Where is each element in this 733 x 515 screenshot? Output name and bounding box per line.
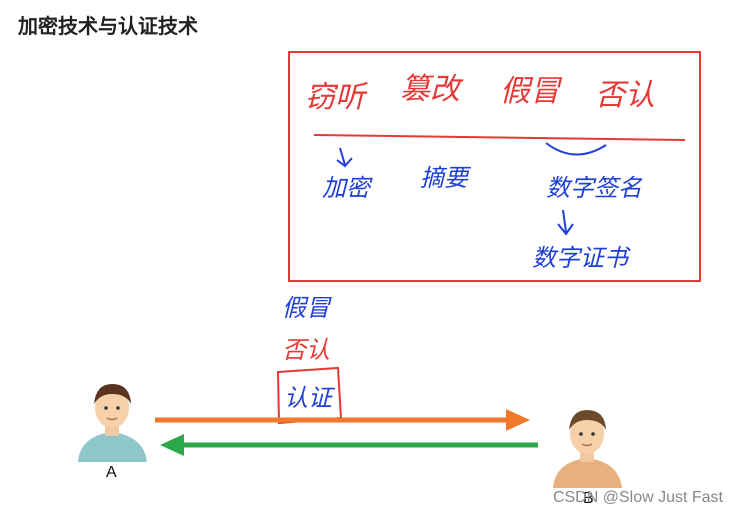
tech-digest: 摘要 bbox=[420, 164, 468, 192]
threat-deny: 否认 bbox=[595, 78, 655, 113]
threats-divider bbox=[313, 134, 686, 141]
person-b-label: B bbox=[583, 490, 594, 507]
page-title: 加密技术与认证技术 bbox=[18, 14, 198, 38]
arrow-a-to-b-head bbox=[506, 409, 530, 431]
certificate-arrow bbox=[557, 209, 574, 236]
person-b-icon bbox=[553, 410, 622, 488]
note-deny: 否认 bbox=[282, 336, 330, 364]
watermark: CSDN @Slow Just Fast bbox=[552, 489, 723, 506]
tech-digital-signature: 数字签名 bbox=[546, 174, 642, 202]
person-a-label: A bbox=[106, 464, 117, 481]
threat-eavesdrop: 窃听 bbox=[305, 80, 365, 115]
note-impersonate: 假冒 bbox=[282, 294, 330, 322]
tech-digital-certificate: 数字证书 bbox=[532, 244, 628, 272]
threat-tamper: 篡改 bbox=[400, 72, 460, 107]
signature-bracket bbox=[545, 142, 607, 156]
person-a-icon bbox=[78, 384, 147, 462]
note-authentication: 认证 bbox=[284, 384, 332, 412]
tech-encryption: 加密 bbox=[322, 174, 370, 202]
encrypt-arrow bbox=[336, 147, 353, 168]
arrow-b-to-a-head bbox=[160, 434, 184, 456]
threats-frame bbox=[288, 51, 701, 282]
threat-impersonate: 假冒 bbox=[500, 74, 560, 109]
